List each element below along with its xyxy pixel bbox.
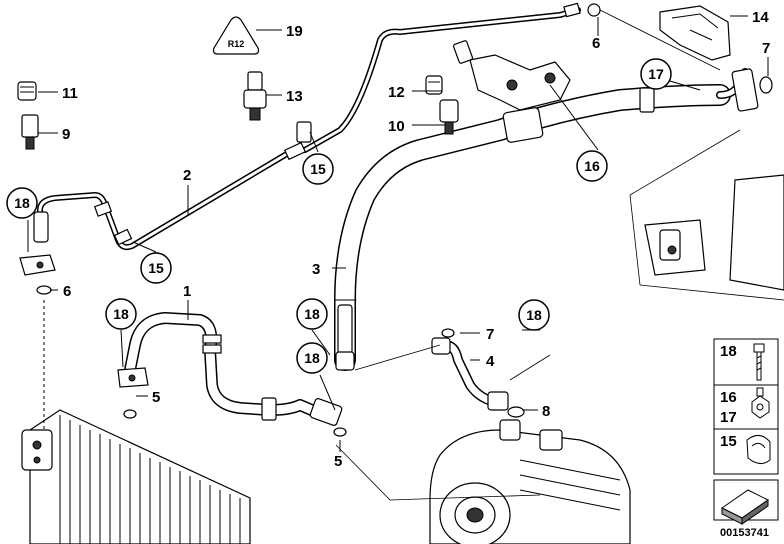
- svg-text:18: 18: [113, 306, 129, 322]
- svg-text:18: 18: [526, 307, 542, 323]
- part-number-4: 4: [486, 353, 495, 370]
- legend-16: 16: [720, 389, 737, 406]
- connector-detail-inset: [644, 174, 784, 291]
- pressure-hose-1: [117, 312, 347, 437]
- legend-18: 18: [720, 343, 737, 360]
- condenser: [21, 300, 251, 544]
- bracket-14: [659, 5, 731, 61]
- svg-text:16: 16: [584, 158, 600, 174]
- part-number-2: 2: [183, 167, 191, 184]
- service-valve-11: [17, 81, 37, 101]
- part-number-5-left: 5: [152, 389, 160, 406]
- callout-18-hose1: 18: [105, 298, 137, 330]
- part-number-10: 10: [388, 118, 405, 135]
- arrow-icon: [721, 489, 769, 525]
- svg-text:17: 17: [648, 66, 664, 82]
- part-number-11: 11: [62, 85, 78, 102]
- callout-18-left: 18: [6, 187, 38, 219]
- part-number-8: 8: [542, 403, 550, 420]
- valve-10: [439, 99, 459, 135]
- part-number-19: 19: [286, 23, 303, 40]
- svg-text:15: 15: [148, 260, 164, 276]
- bolt-icon: [753, 343, 765, 381]
- part-number-3: 3: [312, 261, 320, 278]
- svg-text:15: 15: [310, 161, 326, 177]
- part-number-6-left: 6: [63, 283, 71, 300]
- suction-hose-3: [334, 68, 759, 371]
- part-number-12: 12: [388, 84, 405, 101]
- svg-text:18: 18: [14, 195, 30, 211]
- svg-text:18: 18: [304, 350, 320, 366]
- service-valve-9: [21, 114, 39, 150]
- svg-text:18: 18: [304, 306, 320, 322]
- hose-4: [431, 328, 525, 418]
- callout-18-mid: 18: [296, 342, 328, 374]
- warning-label-19: R12: [212, 16, 260, 55]
- ac-compressor: [429, 419, 631, 544]
- part-number-6-top: 6: [592, 35, 600, 52]
- assembly-lines: [335, 9, 784, 501]
- callout-15-upper: 15: [302, 153, 334, 185]
- expansion-valve-block: [452, 40, 571, 111]
- sensor-fitting: [296, 121, 312, 143]
- circled-callouts: 15 15 16 17 18 18 18 18: [6, 58, 672, 374]
- cap-12: [425, 75, 443, 95]
- callout-18-hose3: 18: [296, 298, 328, 330]
- part-number-7-mid: 7: [486, 326, 494, 343]
- pressure-line-2: [37, 2, 581, 251]
- part-number-5-mid: 5: [334, 453, 342, 470]
- legend-17: 17: [720, 409, 737, 426]
- part-number-1: 1: [183, 283, 191, 300]
- left-fitting: [19, 211, 56, 295]
- callout-17: 17: [640, 58, 672, 90]
- fastener-legend: 18 16 17 15 00153741: [713, 338, 779, 539]
- hex-nut-icon: [751, 387, 770, 419]
- part-number-7-top: 7: [762, 40, 770, 57]
- o-rings: [587, 3, 773, 94]
- part-number-14: 14: [752, 9, 769, 26]
- callout-15-lower: 15: [140, 252, 172, 284]
- leader-lines: [27, 15, 769, 452]
- part-number-13: 13: [286, 88, 303, 105]
- part-numbers: 19 13 11 9 12 10 6 14 7 2 3 1 6 5 7 4 8 …: [62, 9, 770, 470]
- part-number-9: 9: [62, 126, 70, 143]
- warning-label-text: R12: [228, 39, 245, 49]
- clip-icon: [746, 435, 771, 464]
- callout-16: 16: [576, 150, 608, 182]
- pressure-sensor-13: [243, 71, 267, 121]
- legend-15: 15: [720, 433, 737, 450]
- callout-18-hose4: 18: [518, 299, 550, 331]
- catalog-number: 00153741: [720, 527, 769, 539]
